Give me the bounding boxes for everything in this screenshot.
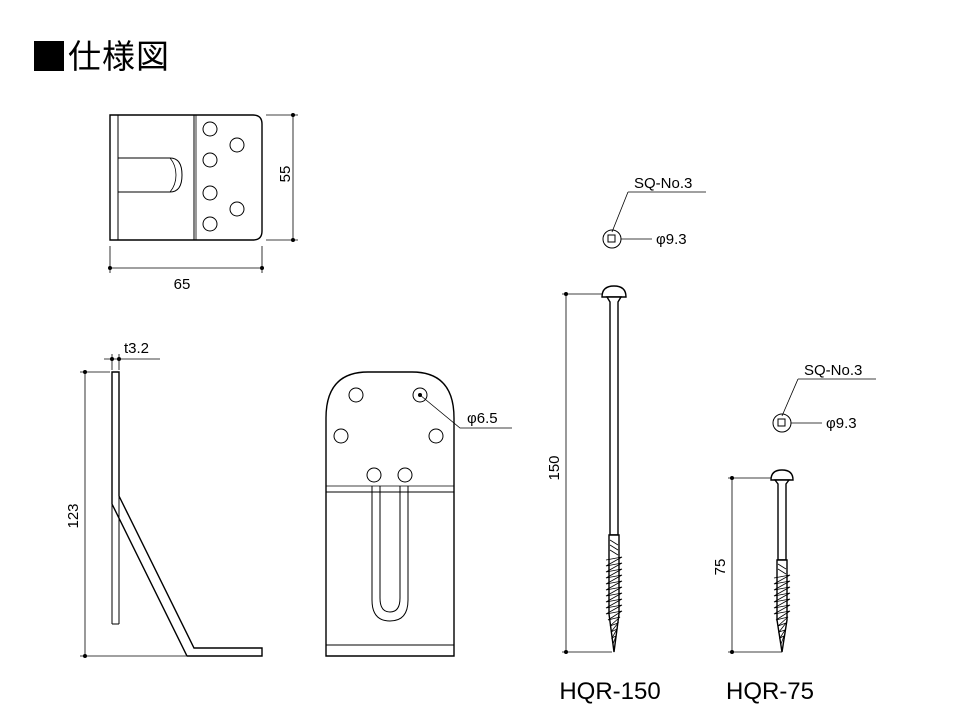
screw-short-drive: SQ-No.3 bbox=[804, 362, 862, 379]
bracket-side-height-dim: 123 bbox=[65, 503, 82, 528]
bracket-top-view bbox=[108, 113, 298, 273]
page-title: 仕様図 bbox=[34, 30, 170, 78]
bracket-front-view bbox=[325, 371, 512, 657]
screw-long-length-dim: 150 bbox=[546, 455, 563, 480]
bracket-top-width-dim: 65 bbox=[174, 276, 191, 293]
square-bullet-icon bbox=[34, 41, 64, 71]
screw-long-drive: SQ-No.3 bbox=[634, 175, 692, 192]
screw-short-head-dim: φ9.3 bbox=[826, 415, 857, 432]
page-title-text: 仕様図 bbox=[68, 37, 170, 76]
screw-short-model: HQR-75 bbox=[726, 678, 814, 705]
bracket-side-view bbox=[80, 354, 263, 658]
screw-long-model: HQR-150 bbox=[559, 678, 660, 705]
screw-long-head-dim: φ9.3 bbox=[656, 231, 687, 248]
bracket-front-hole-dim: φ6.5 bbox=[467, 410, 498, 427]
screw-long-drawing bbox=[562, 191, 706, 654]
bracket-side-thickness-dim: t3.2 bbox=[124, 340, 149, 357]
bracket-top-height-dim: 55 bbox=[277, 166, 294, 183]
screw-short-length-dim: 75 bbox=[712, 559, 729, 576]
screw-short-drawing bbox=[728, 378, 876, 654]
